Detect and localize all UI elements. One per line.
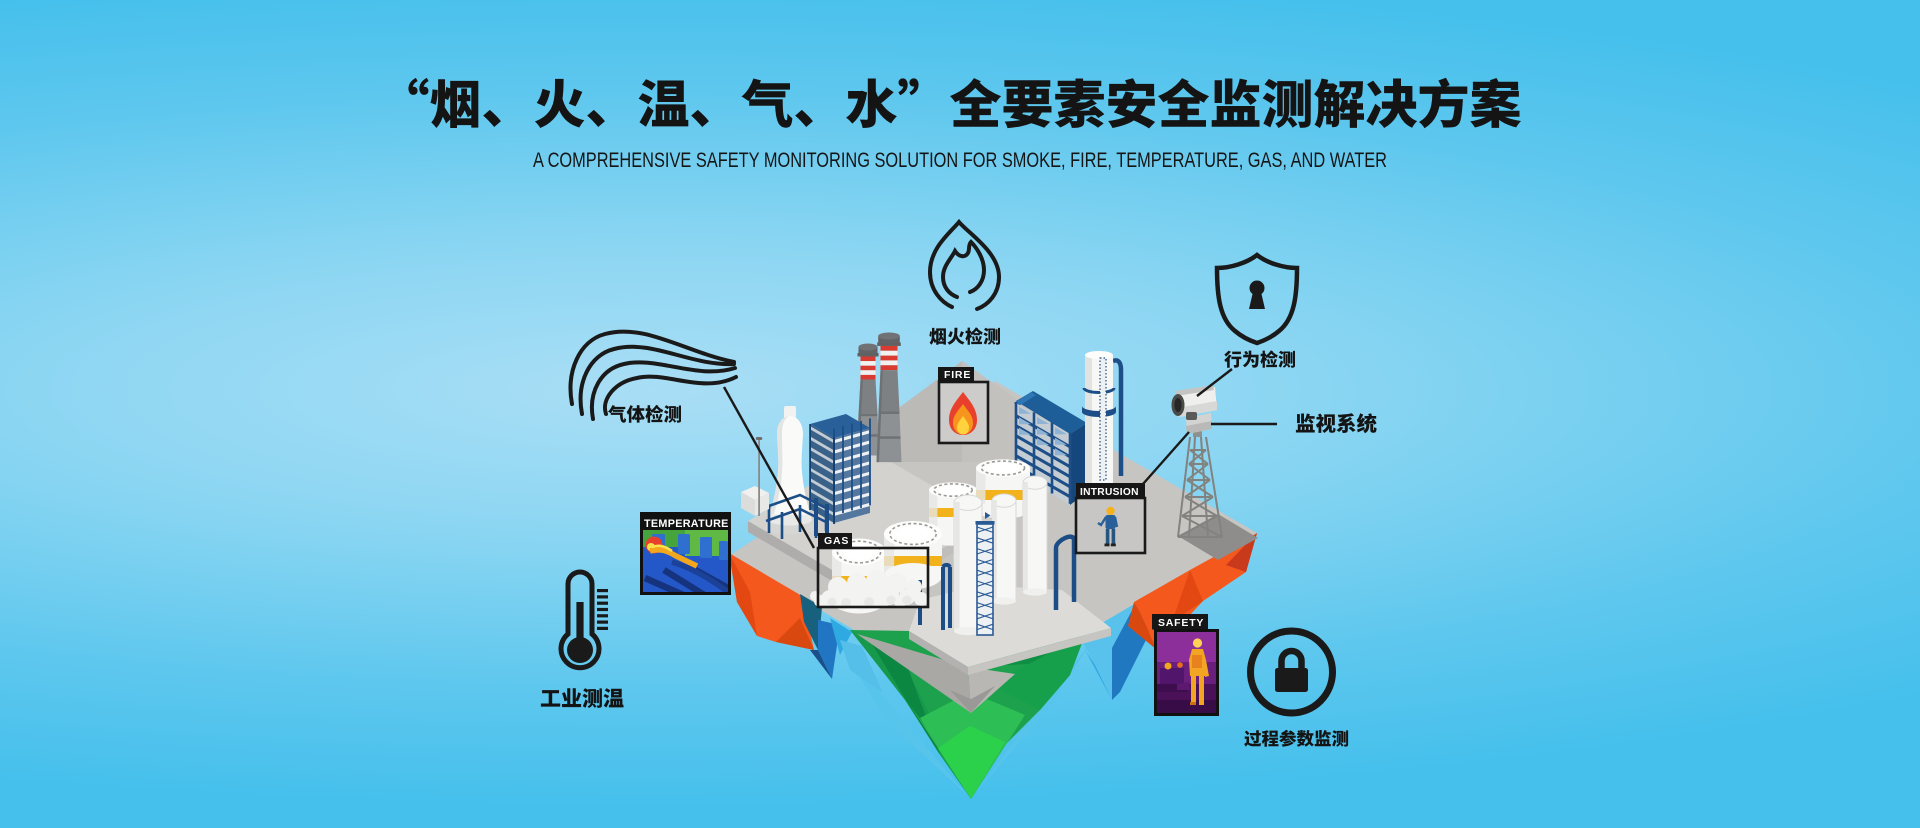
svg-text:GAS: GAS <box>824 535 849 547</box>
svg-text:A COMPREHENSIVE SAFETY MONITOR: A COMPREHENSIVE SAFETY MONITORING SOLUTI… <box>533 149 1387 172</box>
svg-text:INTRUSION: INTRUSION <box>1080 487 1139 498</box>
svg-text:SAFETY: SAFETY <box>1158 617 1204 629</box>
svg-text:TEMPERATURE: TEMPERATURE <box>644 518 729 530</box>
svg-text:FIRE: FIRE <box>944 369 971 381</box>
